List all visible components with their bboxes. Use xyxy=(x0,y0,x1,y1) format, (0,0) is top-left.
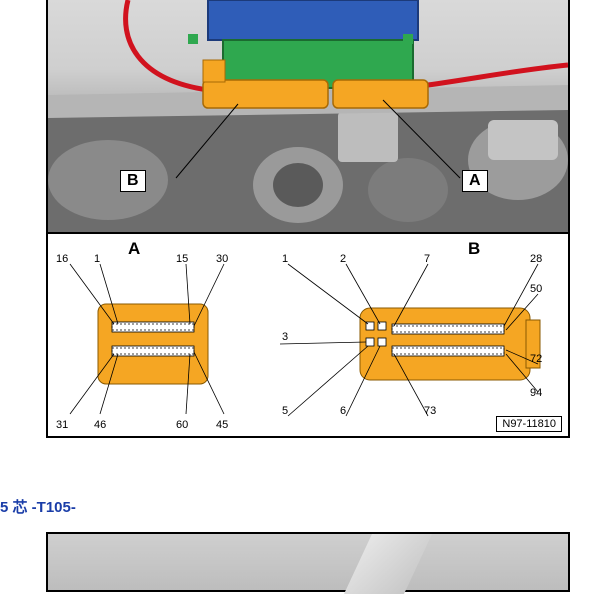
engine-photo: B A xyxy=(48,0,568,232)
figure-frame: B A xyxy=(46,0,570,438)
connector-schematic: A 16 1 15 30 31 46 60 45 B 1 2 7 28 50 7… xyxy=(48,232,568,438)
connector-b-title: B xyxy=(468,239,480,258)
pin-label: 1 xyxy=(282,253,288,265)
pin-label: 1 xyxy=(94,253,100,265)
section-heading: 5 芯 -T105- xyxy=(0,499,76,516)
pin-label: 31 xyxy=(56,419,68,431)
pin-label: 72 xyxy=(530,353,542,365)
pin-label: 30 xyxy=(216,253,228,265)
pin-label: 6 xyxy=(340,405,346,417)
callout-a: A xyxy=(462,170,488,192)
pin-label: 73 xyxy=(424,405,436,417)
connector-a-title: A xyxy=(128,239,140,258)
next-figure-frame xyxy=(46,532,570,594)
pin-label: 5 xyxy=(282,405,288,417)
callout-b: B xyxy=(120,170,146,192)
pin-label: 28 xyxy=(530,253,542,265)
pin-label: 7 xyxy=(424,253,430,265)
connector-drawings: A 16 1 15 30 31 46 60 45 B 1 2 7 28 50 7… xyxy=(56,239,542,431)
pin-label: 15 xyxy=(176,253,188,265)
pin-label: 50 xyxy=(530,283,542,295)
pin-label: 2 xyxy=(340,253,346,265)
next-figure-photo xyxy=(344,534,432,594)
pin-label: 94 xyxy=(530,387,542,399)
pin-label: 46 xyxy=(94,419,106,431)
pin-label: 60 xyxy=(176,419,188,431)
pin-label: 45 xyxy=(216,419,228,431)
connector-b-drawing xyxy=(279,263,541,417)
engine-photo-illustration xyxy=(48,0,568,232)
pin-label: 3 xyxy=(282,331,288,343)
connector-a-drawing xyxy=(69,263,225,415)
pin-label: 16 xyxy=(56,253,68,265)
figure-reference-code: N97-11810 xyxy=(496,416,562,432)
